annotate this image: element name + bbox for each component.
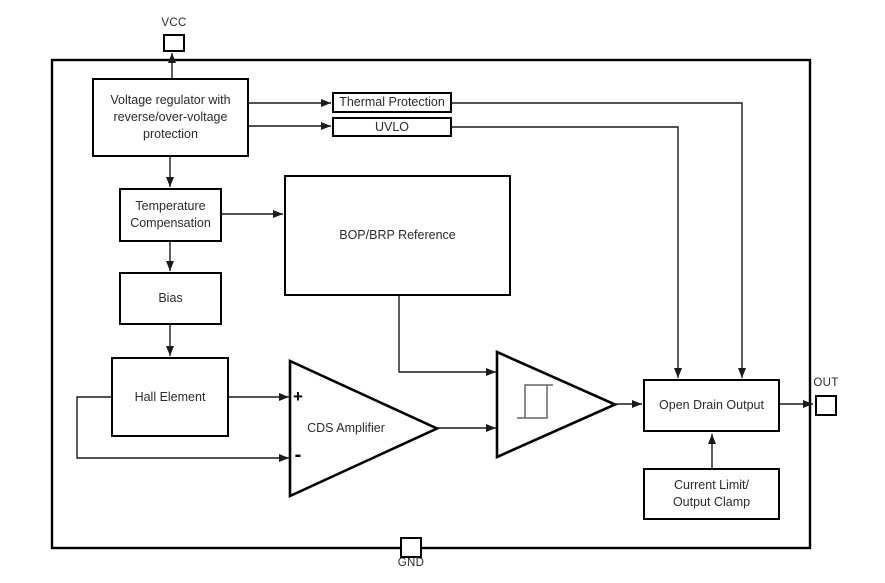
out-pin bbox=[815, 395, 837, 416]
connector-hall-to-minus-input bbox=[76, 396, 289, 462]
block-voltage-regulator: Voltage regulator with reverse/over-volt… bbox=[92, 78, 249, 157]
connector-uvlo-to-opendrain bbox=[452, 126, 682, 378]
block-bop-brp-reference: BOP/BRP Reference bbox=[284, 175, 511, 296]
block-bias: Bias bbox=[119, 272, 222, 325]
hysteresis-icon bbox=[517, 384, 553, 419]
block-temperature-compensation: Temperature Compensation bbox=[119, 188, 222, 242]
connector-bop-to-comparator bbox=[398, 296, 496, 376]
block-hall-element: Hall Element bbox=[111, 357, 229, 437]
block-open-drain-output: Open Drain Output bbox=[643, 379, 780, 432]
cds-minus-input-label: - bbox=[294, 444, 302, 466]
cds-amplifier-label: CDS Amplifier bbox=[307, 421, 385, 435]
cds-amplifier-triangle bbox=[288, 358, 441, 499]
vcc-pin bbox=[163, 34, 185, 52]
out-pin-label: OUT bbox=[813, 377, 839, 389]
vcc-pin-label: VCC bbox=[161, 17, 187, 29]
gnd-pin-label: GND bbox=[397, 557, 425, 569]
gnd-pin bbox=[400, 537, 422, 558]
block-current-limit-output-clamp: Current Limit/ Output Clamp bbox=[643, 468, 780, 520]
block-thermal-protection: Thermal Protection bbox=[332, 92, 452, 113]
connector-thermal-to-opendrain bbox=[452, 102, 746, 378]
block-uvlo: UVLO bbox=[332, 117, 452, 137]
cds-plus-input-label: + bbox=[293, 387, 303, 406]
comparator-triangle bbox=[495, 349, 619, 460]
chip-boundary bbox=[50, 58, 812, 550]
